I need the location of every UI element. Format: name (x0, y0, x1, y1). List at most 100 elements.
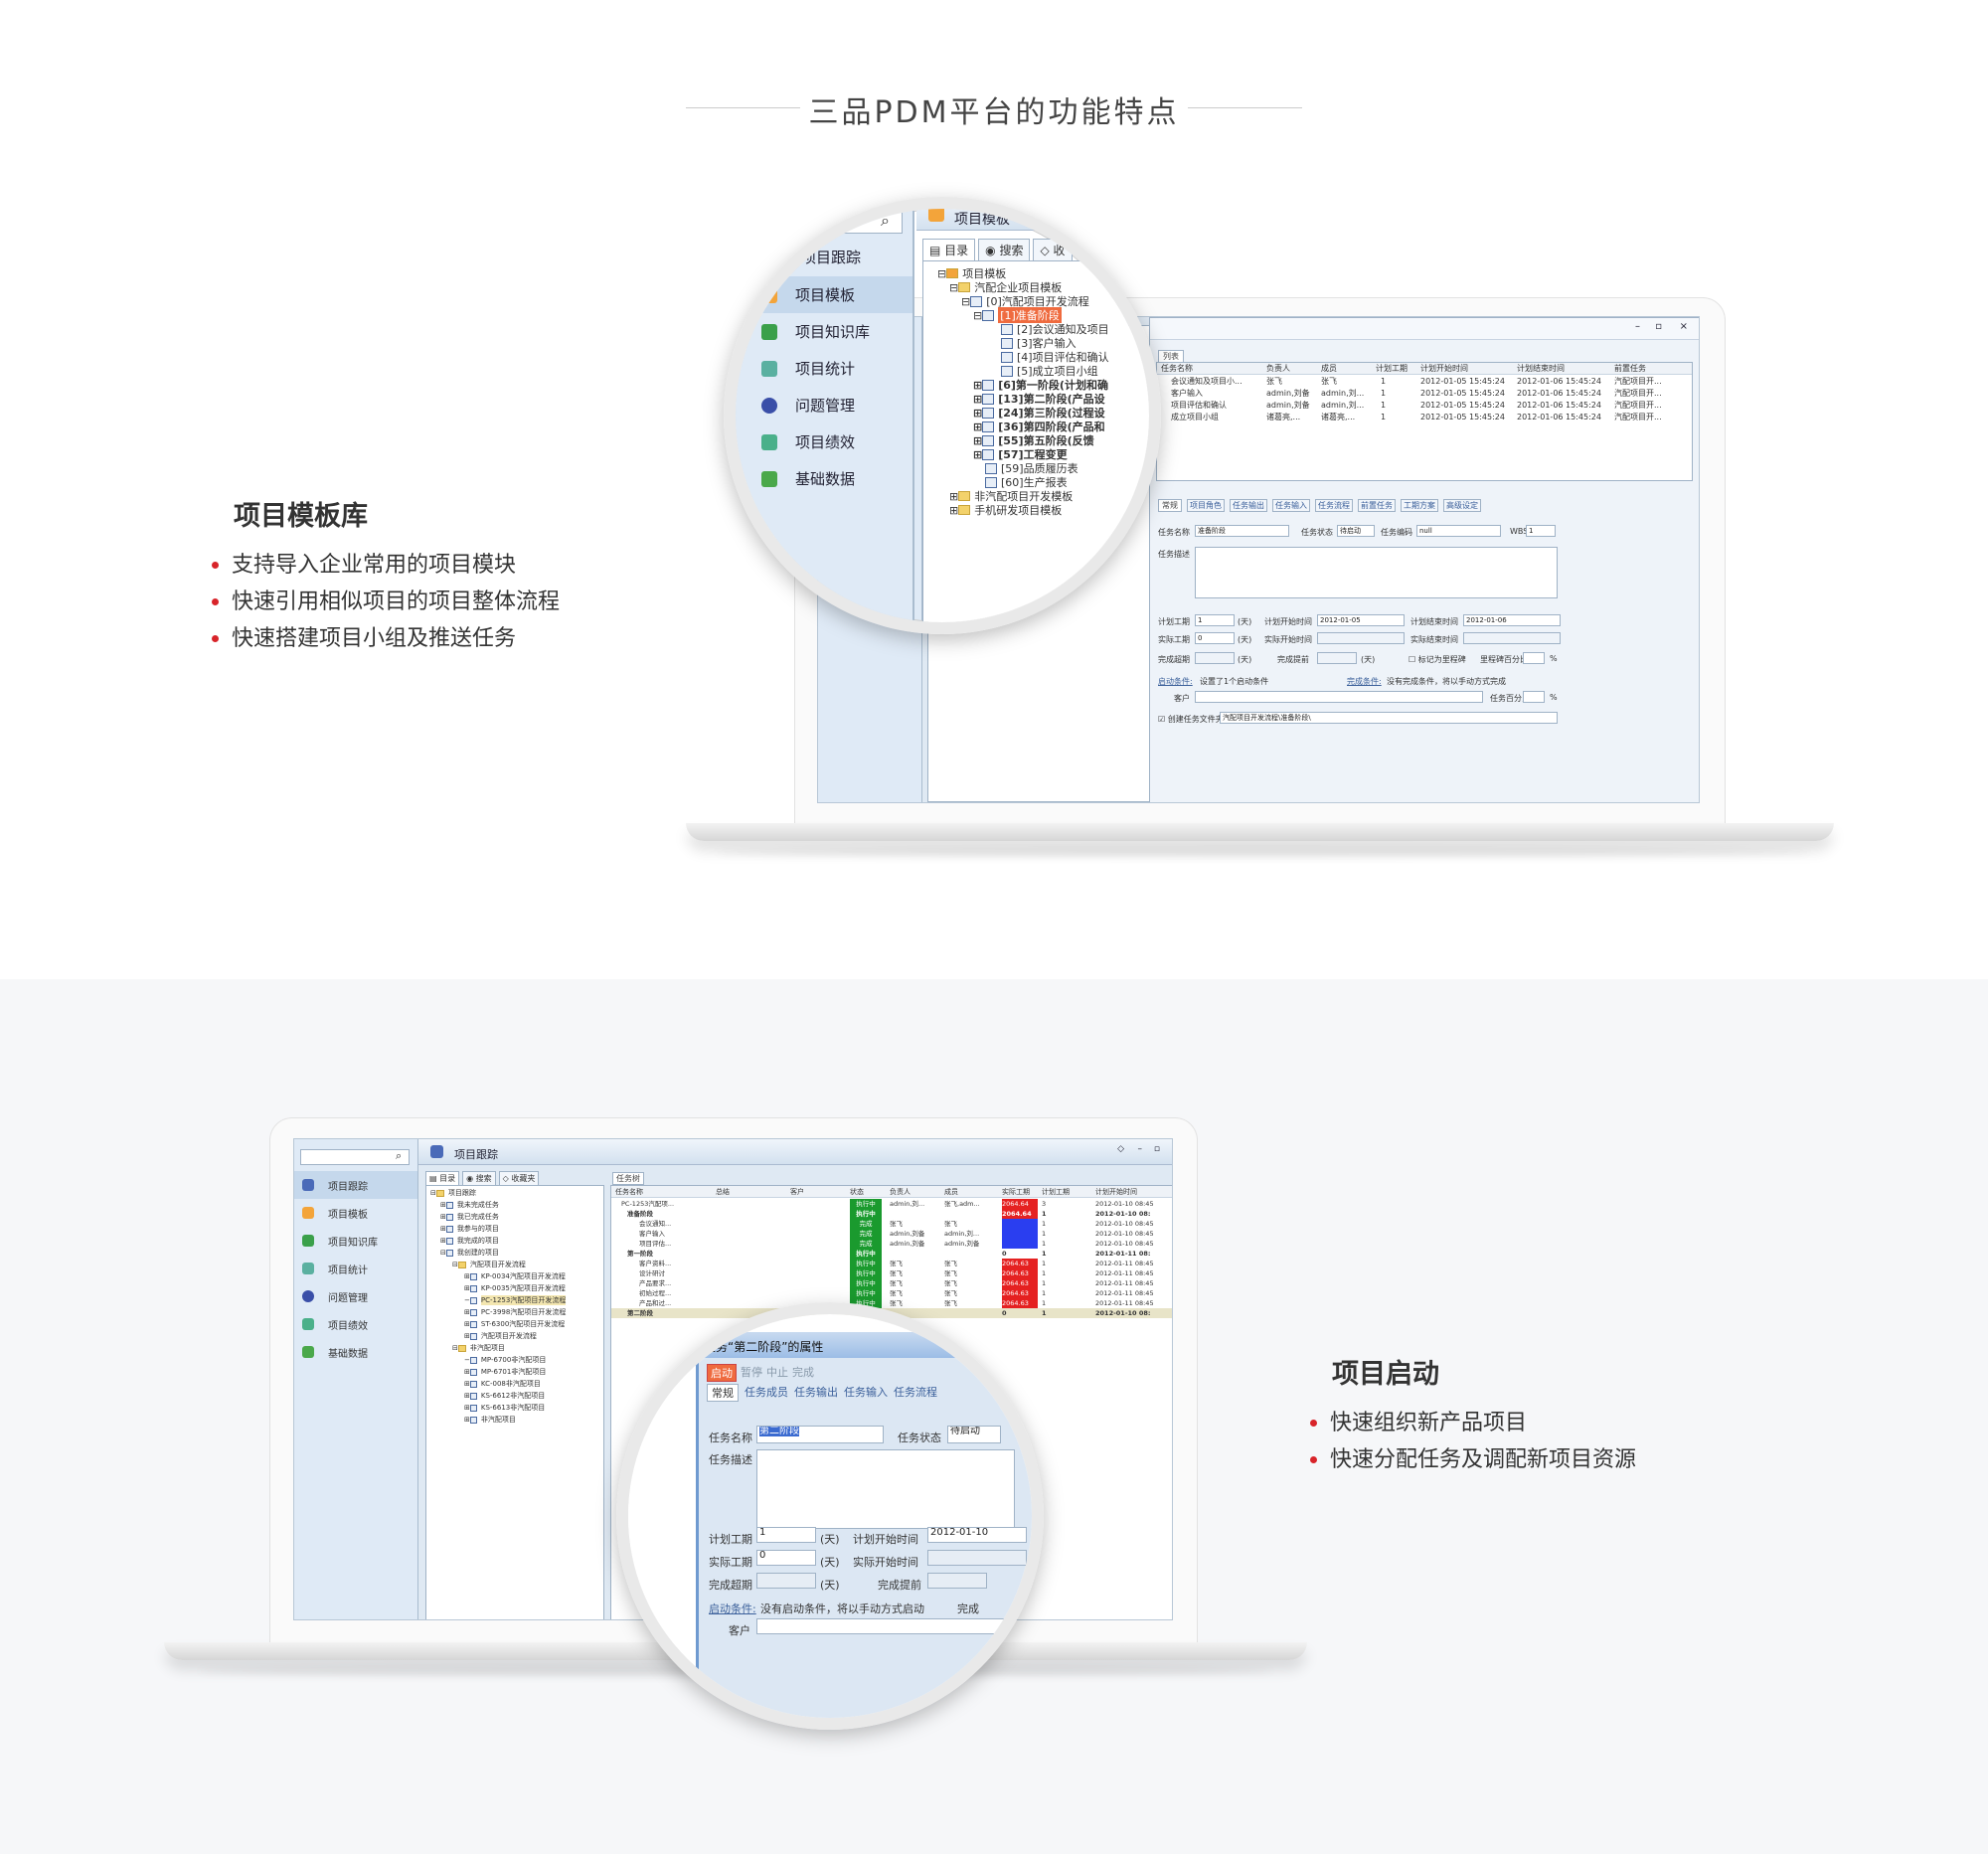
create-folder-checkbox[interactable]: ☑ 创建任务文件夹 (1158, 715, 1224, 724)
tree-node[interactable]: ⊟ 汽配项目开发流程 (452, 1261, 526, 1268)
tree-node[interactable]: ⊞ 我未完成任务 (440, 1201, 499, 1209)
stop-button[interactable]: 中止 (766, 1366, 788, 1379)
task-name-field[interactable]: 第二阶段 (756, 1426, 884, 1443)
tree-node-selected[interactable]: ⊟ [1]准备阶段 (973, 307, 1062, 323)
tree-node[interactable]: ⊟ 项目模板 (937, 266, 1007, 281)
tree-node[interactable]: ⊞ 我完成的项目 (440, 1237, 499, 1245)
plan-end-field[interactable]: 2012-01-06 (1463, 614, 1561, 626)
tree-node[interactable]: [3]客户输入 (1001, 335, 1077, 351)
tree-node[interactable]: ⊟ 项目跟踪 (430, 1189, 476, 1197)
tree-node[interactable]: [2]会议通知及项目 (1001, 321, 1109, 337)
search-input[interactable] (793, 210, 903, 234)
plan-start-field[interactable]: 2012-01-05 (1317, 614, 1405, 626)
milestone-checkbox[interactable]: ☐ 标记为里程碑 (1408, 655, 1466, 664)
tree-node[interactable]: ⊟ 非汽配项目 (452, 1344, 505, 1352)
column-header[interactable]: 计划开始时间 (1095, 1188, 1137, 1196)
plan-start-field[interactable]: 2012-01-10 (927, 1527, 1027, 1543)
done-condition-link[interactable]: 完成 (957, 1602, 979, 1615)
start-condition-link[interactable]: 启动条件: (1158, 677, 1193, 686)
column-header[interactable]: 任务名称 (1161, 364, 1193, 373)
start-condition-link[interactable]: 启动条件: (709, 1602, 756, 1615)
tree-node[interactable]: ⊞ [13]第二阶段(产品设 (973, 392, 1105, 407)
overdue-field[interactable] (1195, 652, 1235, 664)
task-pct-field[interactable] (1523, 691, 1545, 703)
ahead-field[interactable] (927, 1573, 987, 1589)
tab-favorites[interactable]: ◇ 收藏夹 (498, 1171, 540, 1186)
tree-node[interactable]: ⊞ 非汽配项目开发模板 (949, 489, 1074, 504)
milestone-pct-field[interactable] (1523, 652, 1545, 664)
tree-node[interactable]: ⊞ KC-008非汽配项目 (464, 1380, 541, 1388)
tab-catalog[interactable]: ▤ 目录 (922, 239, 976, 261)
status-select[interactable]: 待启动 (947, 1426, 1001, 1443)
tree-node[interactable]: ⊞ [55]第五阶段(反馈 (973, 433, 1094, 448)
plan-days-field[interactable]: 1 (1195, 614, 1235, 626)
minimize-icon[interactable]: – (1137, 1144, 1143, 1154)
column-header[interactable]: 计划工期 (1376, 364, 1408, 373)
tree-node[interactable]: − MP-6700非汽配项目 (464, 1356, 547, 1364)
tree-node[interactable]: ⊞ 我参与的项目 (440, 1225, 499, 1233)
tree-node[interactable]: [60]生产报表 (985, 474, 1068, 490)
search-icon[interactable]: ⌕ (396, 1149, 403, 1162)
nav-item-performance[interactable]: 项目绩效 (294, 1310, 417, 1338)
description-field[interactable] (1195, 547, 1558, 598)
tree-node[interactable]: ⊞ 非汽配项目 (464, 1416, 516, 1424)
tab-input[interactable]: 任务输入 (844, 1386, 888, 1399)
tree-node[interactable]: ⊟ 我创建的项目 (440, 1249, 499, 1257)
tab-task-flow[interactable]: 任务流程 (1315, 499, 1353, 512)
search-icon[interactable]: ⌕ (881, 211, 890, 230)
nav-item-base-data[interactable]: 基础数据 (736, 460, 912, 497)
nav-item-knowledge-base[interactable]: 项目知识库 (294, 1227, 417, 1255)
tab-members[interactable]: 任务成员 (745, 1386, 788, 1399)
restore-icon[interactable]: ▫ (1655, 321, 1662, 332)
column-header[interactable]: 负责人 (1266, 364, 1290, 373)
tab-favorites[interactable]: ◇ 收 (1033, 239, 1073, 261)
wbs-field[interactable]: 1 (1526, 525, 1556, 537)
column-header[interactable]: 计划结束时间 (1517, 364, 1565, 373)
tree-node[interactable]: ⊞ [57]工程变更 (973, 447, 1068, 462)
customer-field[interactable] (756, 1618, 1032, 1634)
nav-item-project-tracking[interactable]: 项目跟踪 (294, 1171, 417, 1199)
actual-days-field[interactable]: 0 (1195, 632, 1235, 644)
tree-node[interactable]: ⊞ [24]第三阶段(过程设 (973, 406, 1105, 421)
tree-node[interactable]: ⊞ 我已完成任务 (440, 1213, 499, 1221)
folder-path-field[interactable]: 汽配项目开发流程\准备阶段\ (1220, 712, 1558, 724)
customer-field[interactable] (1195, 691, 1483, 703)
nav-item-statistics[interactable]: 项目统计 (736, 350, 912, 387)
actual-start-field[interactable] (1317, 632, 1405, 644)
column-header[interactable]: 计划开始时间 (1420, 364, 1468, 373)
column-header[interactable]: 计划工期 (1042, 1188, 1070, 1196)
tree-node[interactable]: ⊞ [36]第四阶段(产品和 (973, 420, 1105, 434)
tab-project-roles[interactable]: 项目角色 (1187, 499, 1225, 512)
tree-node[interactable]: [59]品质履历表 (985, 460, 1078, 476)
tree-node[interactable]: ⊞ KS-6612非汽配项目 (464, 1392, 546, 1400)
search-input[interactable] (300, 1149, 410, 1165)
column-header[interactable]: 总结 (716, 1188, 730, 1196)
nav-item-project-tracking[interactable]: 项目跟踪 (736, 239, 912, 275)
nav-item-project-template[interactable]: 项目模板 (736, 276, 912, 313)
tab-task-output[interactable]: 任务输出 (1230, 499, 1267, 512)
plan-days-field[interactable]: 1 (756, 1527, 816, 1543)
nav-item-issues[interactable]: 问题管理 (736, 387, 912, 423)
pause-button[interactable]: 暂停 (741, 1366, 762, 1379)
tab-general[interactable]: 常规 (1158, 499, 1182, 512)
column-header[interactable]: 状态 (850, 1188, 864, 1196)
tree-node[interactable]: ⊞ KS-6613非汽配项目 (464, 1404, 546, 1412)
nav-item-base-data[interactable]: 基础数据 (294, 1338, 417, 1366)
column-header[interactable]: 任务名称 (615, 1188, 643, 1196)
tab-search[interactable]: ◉ 搜索 (462, 1171, 496, 1186)
restore-icon[interactable]: ◇ (1117, 1144, 1124, 1154)
start-button[interactable]: 启动 (707, 1364, 737, 1382)
tab-catalog[interactable]: ▤ 目录 (425, 1171, 460, 1186)
tree-node[interactable]: ⊞ MP-6701非汽配项目 (464, 1368, 547, 1376)
column-header[interactable]: 实际工期 (1002, 1188, 1030, 1196)
